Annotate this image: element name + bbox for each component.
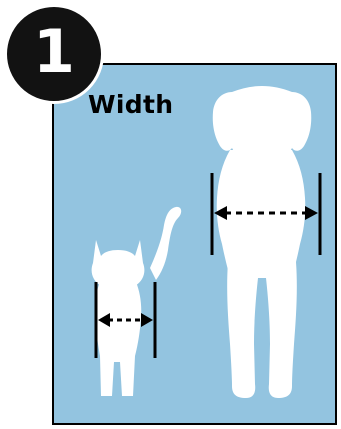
step-number: 1	[4, 4, 104, 104]
